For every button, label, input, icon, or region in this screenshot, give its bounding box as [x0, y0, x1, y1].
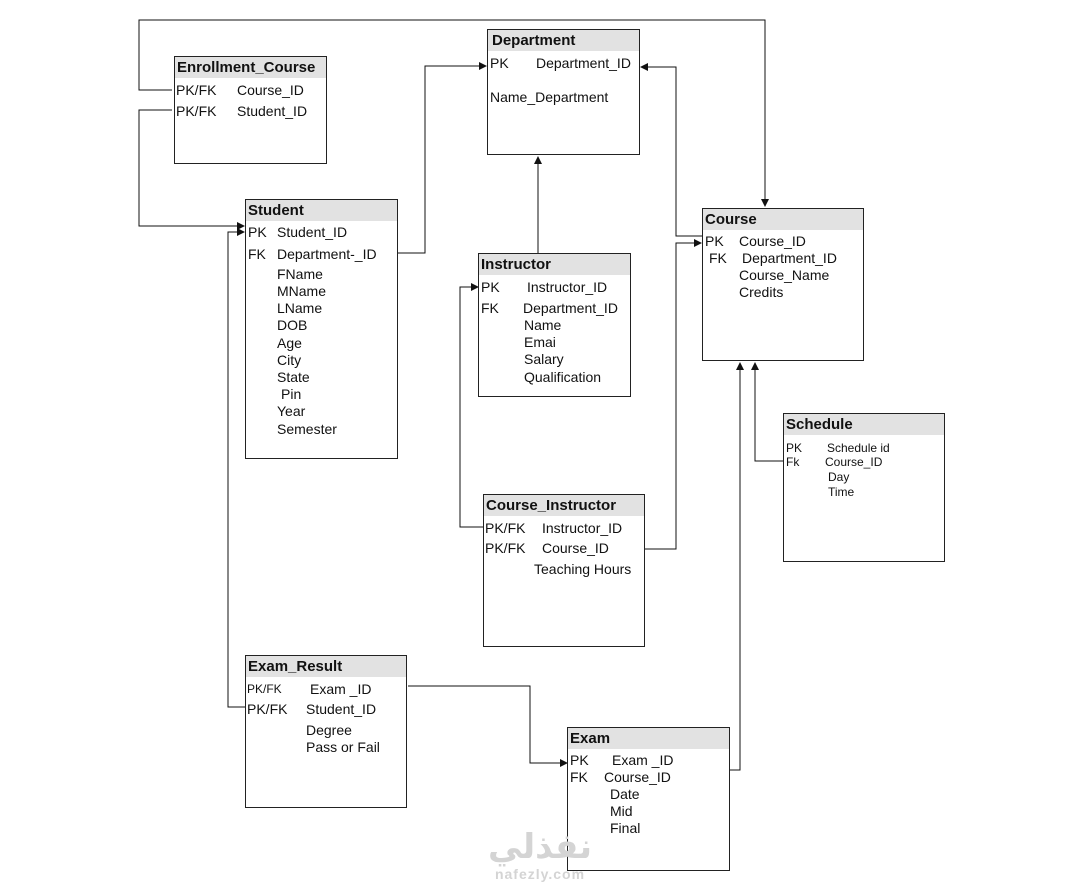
table-course: Course PK Course_ID FK Department_ID Cou… [702, 208, 864, 361]
table-exam: Exam PK Exam _ID FK Course_ID Date Mid F… [567, 727, 730, 871]
field-student-id: Student_ID [277, 224, 348, 240]
field-day: Day [828, 470, 850, 484]
field-exam-id: Exam _ID [612, 752, 674, 768]
courseinstructor-to-instructor-line [459, 283, 483, 528]
field-email: Emai [524, 334, 556, 350]
field-department-id: Department_ID [523, 300, 618, 316]
field-instructor-id: Instructor_ID [527, 279, 608, 295]
table-title: Course_Instructor [484, 495, 644, 516]
field-time: Time [828, 485, 855, 499]
field-pass-or-fail: Pass or Fail [306, 739, 380, 755]
examresult-to-student-line [227, 228, 245, 708]
field-course-id: Course_ID [825, 455, 883, 469]
key-label: FK [709, 250, 727, 266]
field-student-id: Student_ID [237, 103, 308, 119]
examresult-to-exam-line [408, 685, 568, 767]
field-course-name: Course_Name [739, 267, 830, 283]
field-qualification: Qualification [524, 369, 602, 385]
schedule-to-course-line [751, 362, 784, 462]
key-label: PK [705, 233, 724, 249]
field-pin: Pin [281, 386, 302, 402]
table-title: Schedule [784, 414, 944, 435]
table-schedule: Schedule PK Schedule id Fk Course_ID Day… [783, 413, 945, 562]
courseinstructor-to-course-line [643, 239, 702, 550]
field-schedule-id: Schedule id [827, 441, 890, 455]
table-instructor: Instructor PK Instructor_ID FK Departmen… [478, 253, 631, 397]
table-title: Department [488, 30, 639, 51]
key-label: Fk [786, 455, 800, 469]
watermark-arabic: نفذلي [487, 827, 593, 867]
field-student-id: Student_ID [306, 701, 377, 717]
field-department-id: Department-_ID [277, 246, 377, 262]
field-teaching-hours: Teaching Hours [534, 561, 632, 577]
field-lname: LName [277, 300, 323, 316]
key-label: PK [570, 752, 589, 768]
table-title: Instructor [479, 254, 630, 275]
table-title: Enrollment_Course [175, 57, 326, 78]
key-label: PK/FK [176, 103, 217, 119]
field-course-id: Course_ID [604, 769, 671, 785]
enrollment-to-course-line [138, 19, 769, 207]
field-course-id: Course_ID [237, 82, 304, 98]
field-instructor-id: Instructor_ID [542, 520, 623, 536]
key-label: PK [786, 441, 803, 455]
key-label: PK [490, 55, 509, 71]
exam-to-course-line [729, 362, 744, 771]
field-final: Final [610, 820, 641, 836]
key-label: FK [570, 769, 588, 785]
enrollment-to-student-line [138, 109, 245, 230]
table-department: Department PK Department_ID Name_Departm… [487, 29, 640, 155]
key-label: FK [248, 246, 266, 262]
field-name-department: Name_Department [490, 89, 609, 105]
field-exam-id: Exam _ID [310, 681, 372, 697]
key-label: PK [481, 279, 500, 295]
field-semester: Semester [277, 421, 337, 437]
table-title: Exam_Result [246, 656, 406, 677]
key-label: PK/FK [485, 540, 526, 556]
field-age: Age [277, 335, 302, 351]
table-student: Student PK Student_ID FK Department-_ID … [245, 199, 398, 459]
field-date: Date [610, 786, 640, 802]
key-label: PK/FK [176, 82, 217, 98]
course-to-department-line [640, 63, 702, 237]
field-course-id: Course_ID [542, 540, 609, 556]
table-title: Exam [568, 728, 729, 749]
table-title: Course [703, 209, 863, 230]
field-course-id: Course_ID [739, 233, 806, 249]
table-course-instructor: Course_Instructor PK/FK Instructor_ID PK… [483, 494, 645, 647]
key-label: FK [481, 300, 499, 316]
watermark: نفذلي nafezly.com [470, 828, 610, 882]
field-dob: DOB [277, 317, 308, 333]
key-label: PK [248, 224, 267, 240]
table-exam-result: Exam_Result PK/FK Exam _ID PK/FK Student… [245, 655, 407, 808]
field-state: State [277, 369, 310, 385]
student-to-department-line [397, 62, 487, 254]
field-department-id: Department_ID [742, 250, 837, 266]
key-label: PK/FK [247, 682, 282, 696]
field-degree: Degree [306, 722, 352, 738]
field-mname: MName [277, 283, 327, 299]
key-label: PK/FK [485, 520, 526, 536]
field-salary: Salary [524, 351, 564, 367]
field-credits: Credits [739, 284, 784, 300]
field-mid: Mid [610, 803, 633, 819]
field-name: Name [524, 317, 562, 333]
field-department-id: Department_ID [536, 55, 631, 71]
field-fname: FName [277, 266, 323, 282]
watermark-url: nafezly.com [494, 866, 586, 882]
table-title: Student [246, 200, 397, 221]
field-year: Year [277, 403, 306, 419]
field-city: City [277, 352, 302, 368]
table-enrollment-course: Enrollment_Course PK/FK Course_ID PK/FK … [174, 56, 327, 164]
key-label: PK/FK [247, 701, 288, 717]
